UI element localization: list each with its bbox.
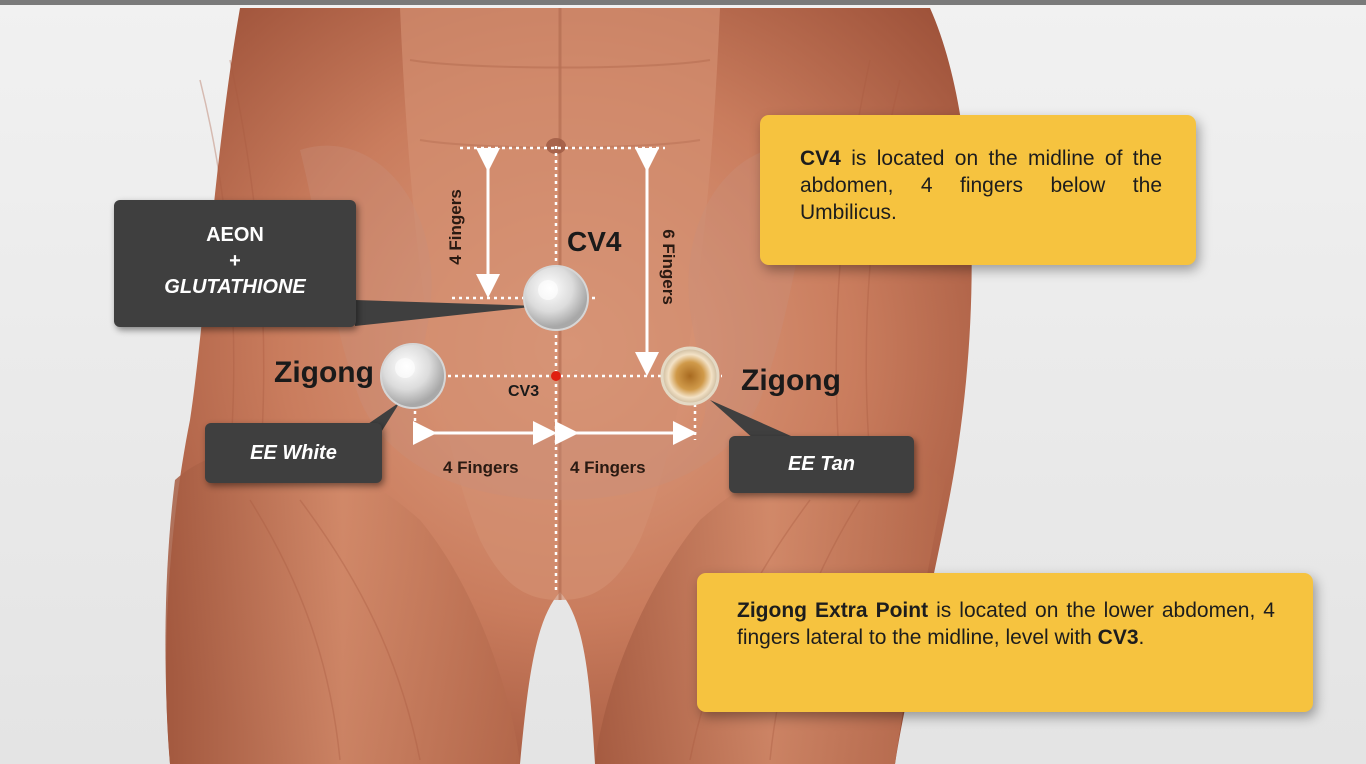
aeon-label-plus: + — [114, 248, 356, 274]
cv4-info-box: CV4 is located on the midline of the abd… — [760, 115, 1196, 265]
cv4-ball — [524, 266, 588, 330]
four-fingers-left-label: 4 Fingers — [443, 458, 519, 478]
ee-tan-label: EE Tan — [729, 436, 914, 493]
ee-white-text: EE White — [250, 442, 337, 464]
ee-white-label: EE White — [205, 423, 382, 483]
six-fingers-vertical-label: 6 Fingers — [658, 229, 678, 305]
cv3-dot — [551, 371, 561, 381]
zigong-info-box: Zigong Extra Point is located on the low… — [697, 573, 1313, 712]
ee-tan-text: EE Tan — [788, 453, 855, 475]
aeon-label-line3: GLUTATHIONE — [114, 274, 356, 300]
zigong-right-ball — [662, 348, 718, 404]
zigong-info-text2: . — [1139, 626, 1145, 649]
four-fingers-vertical-label: 4 Fingers — [446, 189, 466, 265]
cv4-info-bold: CV4 — [800, 147, 841, 170]
zigong-right-label: Zigong — [741, 364, 841, 398]
aeon-label-line1: AEON — [114, 222, 356, 248]
four-fingers-right-label: 4 Fingers — [570, 458, 646, 478]
zigong-left-label: Zigong — [274, 356, 374, 390]
cv4-info-text: is located on the midline of the abdomen… — [800, 147, 1162, 224]
zigong-info-bold1: Zigong Extra Point — [737, 599, 928, 622]
cv3-label: CV3 — [508, 383, 539, 401]
aeon-glutathione-label: AEON + GLUTATHIONE — [114, 200, 356, 327]
zigong-info-bold2: CV3 — [1098, 626, 1139, 649]
zigong-left-ball — [381, 344, 445, 408]
cv4-label: CV4 — [567, 226, 621, 258]
